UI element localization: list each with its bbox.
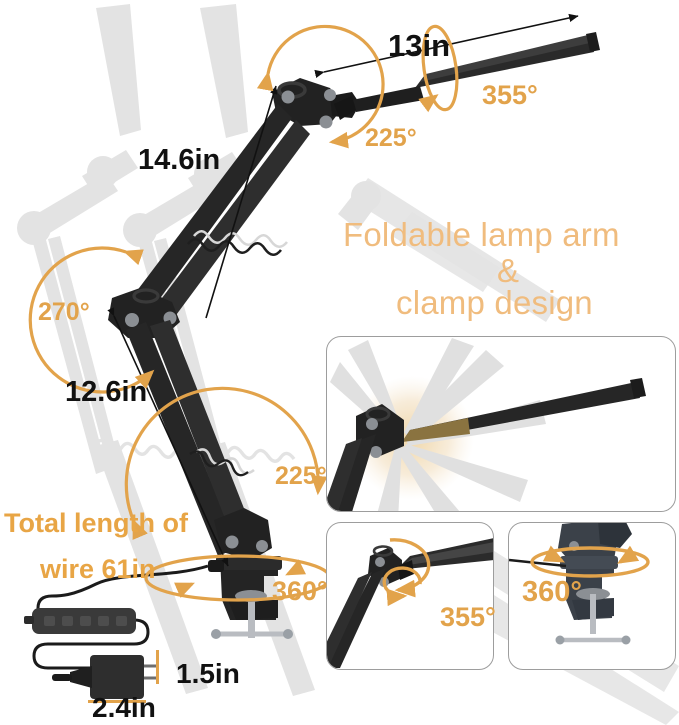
panel-head-sweep-art — [327, 337, 675, 511]
dimension-label-upper-arm: 13in — [388, 28, 451, 63]
arc-head-355 — [421, 24, 459, 112]
panel-caption-head-rotation: 355° — [440, 602, 496, 632]
angle-label-upper-joint: 225° — [365, 124, 417, 152]
dimension-label-lower-arm: 12.6in — [65, 376, 148, 408]
panel-caption-clamp-rotation: 360° — [522, 576, 582, 608]
panel-head-sweep — [326, 336, 676, 512]
arc-elbow-270 — [28, 246, 155, 394]
arc-upper-225 — [256, 24, 385, 149]
headline-line-3: clamp design — [396, 284, 593, 321]
angle-label-base-joint: 225° — [275, 462, 327, 490]
rotation-arc-group — [28, 24, 459, 602]
headline-line-2: & — [497, 252, 520, 289]
panel-head-rotation-art — [327, 523, 493, 669]
wire-callout-line-1: Total length of — [4, 508, 188, 538]
power-strip — [24, 608, 136, 634]
dimension-label-adapter-height: 1.5in — [176, 658, 240, 689]
panel-clamp-rotation — [508, 522, 676, 670]
headline-line-1: Foldable lamp arm — [343, 216, 620, 253]
panel-clamp-rotation-art — [509, 523, 675, 669]
dimension-label-mid-arm: 14.6in — [138, 144, 221, 176]
panel-head-rotation — [326, 522, 494, 670]
dimension-label-adapter-width: 2.4in — [92, 692, 156, 723]
angle-label-clamp-rotation: 360° — [272, 576, 328, 606]
angle-label-elbow-joint: 270° — [38, 298, 90, 326]
arc-base-225 — [124, 386, 328, 540]
power-adapter-brick — [52, 650, 159, 703]
wire-callout-line-2: wire 61in — [40, 554, 156, 584]
angle-label-head-swivel: 355° — [482, 80, 538, 110]
